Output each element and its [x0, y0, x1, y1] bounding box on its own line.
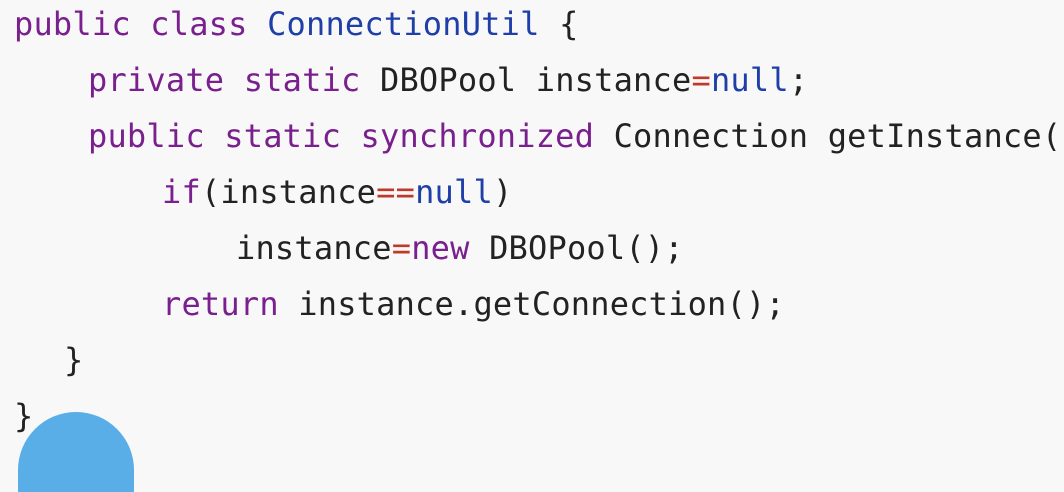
code-line-5: instance=new DBOPool(); — [236, 224, 684, 272]
constructor-call: DBOPool(); — [489, 229, 684, 267]
code-line-4: if(instance==null) — [162, 168, 512, 216]
condition-open: (instance — [200, 173, 377, 211]
keyword-public: public — [88, 117, 205, 155]
keyword-private: private — [88, 61, 225, 99]
open-brace: { — [559, 5, 579, 43]
type-name: DBOPool — [380, 61, 517, 99]
keyword-new: new — [411, 229, 470, 267]
keyword-public: public — [14, 5, 131, 43]
code-line-8: } — [14, 392, 33, 440]
code-line-1: public class ConnectionUtil { — [14, 0, 579, 48]
return-type: Connection — [613, 117, 809, 155]
semicolon: ; — [788, 61, 809, 99]
method-close-brace: } — [64, 341, 84, 379]
keyword-synchronized: synchronized — [360, 117, 595, 155]
keyword-static: static — [224, 117, 342, 155]
keyword-class: class — [150, 5, 248, 43]
class-close-brace: } — [14, 397, 34, 435]
class-name: ConnectionUtil — [267, 5, 540, 43]
assign-operator: = — [391, 229, 412, 267]
code-line-7: } — [64, 336, 83, 384]
method-signature: getInstance(){ — [827, 117, 1064, 155]
variable-name: instance — [236, 229, 392, 267]
code-line-3: public static synchronized Connection ge… — [88, 112, 1064, 160]
equality-operator: == — [376, 173, 416, 211]
code-block: public class ConnectionUtil { private st… — [14, 0, 1064, 435]
keyword-return: return — [162, 285, 279, 323]
return-expression: instance.getConnection(); — [298, 285, 785, 323]
keyword-if: if — [162, 173, 201, 211]
null-literal: null — [415, 173, 493, 211]
null-literal: null — [710, 61, 789, 99]
keyword-static: static — [243, 61, 361, 99]
variable-name: instance — [535, 61, 692, 99]
assign-operator: = — [691, 61, 711, 99]
condition-close: ) — [492, 173, 513, 211]
code-line-2: private static DBOPool instance=null; — [88, 56, 808, 104]
code-line-6: return instance.getConnection(); — [162, 280, 785, 328]
